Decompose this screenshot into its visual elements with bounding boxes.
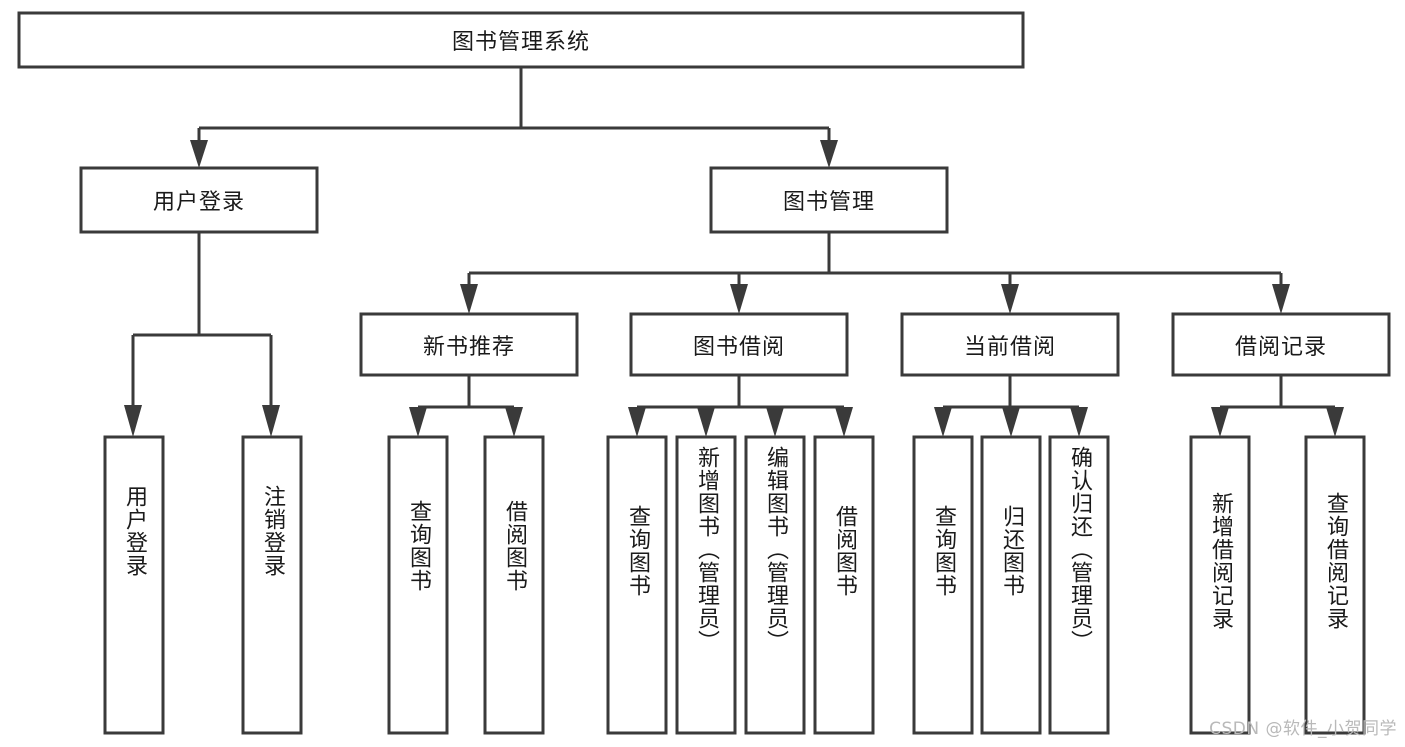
leaf-new-book-recommend-0[interactable] — [387, 435, 449, 735]
arrowhead-bookmgmt — [820, 140, 838, 168]
connector-group-bookborrow — [628, 375, 853, 437]
leaf-borrow-record-1[interactable] — [1304, 435, 1366, 735]
connector-group-borrowrecord — [1211, 375, 1344, 437]
arrowhead-logout-leaf — [262, 405, 280, 437]
node-current-borrow[interactable] — [900, 312, 1120, 377]
leaf-current-borrow-2[interactable] — [1048, 435, 1110, 735]
node-new-book-recommend[interactable] — [359, 312, 579, 377]
arrowhead-user-login-leaf — [124, 405, 142, 437]
connector-group-root — [190, 67, 838, 168]
arrowhead-borrowrecord — [1272, 284, 1290, 314]
node-book-management[interactable] — [709, 166, 949, 234]
arrowhead-borrowrecord-l2 — [1326, 407, 1344, 437]
leaf-borrow-record-0[interactable] — [1189, 435, 1251, 735]
leaf-current-borrow-1[interactable] — [980, 435, 1042, 735]
arrowhead-userlogin — [190, 140, 208, 168]
leaf-book-borrow-2[interactable] — [744, 435, 806, 735]
arrowhead-bookborrow-l2 — [697, 407, 715, 437]
arrowhead-currentborrow-l3 — [1070, 407, 1088, 437]
arrowhead-currentborrow-l1 — [934, 407, 952, 437]
leaf-new-book-recommend-1[interactable] — [483, 435, 545, 735]
arrowhead-bookborrow-l1 — [628, 407, 646, 437]
leaf-user-login-1[interactable] — [241, 435, 303, 735]
node-root[interactable] — [17, 11, 1025, 69]
node-borrow-record[interactable] — [1171, 312, 1391, 377]
arrowhead-bookborrow-l3 — [766, 407, 784, 437]
node-user-login[interactable] — [79, 166, 319, 234]
watermark-text: CSDN @软件_小贺同学 — [1209, 719, 1397, 739]
arrowhead-bookborrow — [730, 284, 748, 314]
connector-group-currentborrow — [934, 375, 1088, 437]
arrowhead-borrowrecord-l1 — [1211, 407, 1229, 437]
leaf-user-login-0[interactable] — [103, 435, 165, 735]
arrowhead-newbook-l1 — [409, 407, 427, 437]
arrowhead-newbook — [460, 284, 478, 314]
leaf-book-borrow-0[interactable] — [606, 435, 668, 735]
leaf-book-borrow-1[interactable] — [675, 435, 737, 735]
connector-group-newbook — [409, 375, 523, 437]
connector-group-bookmgmt — [460, 232, 1290, 314]
arrowhead-bookborrow-l4 — [835, 407, 853, 437]
arrowhead-currentborrow — [1001, 284, 1019, 314]
arrowhead-newbook-l2 — [505, 407, 523, 437]
node-book-borrow[interactable] — [629, 312, 849, 377]
leaf-book-borrow-3[interactable] — [813, 435, 875, 735]
arrowhead-currentborrow-l2 — [1002, 407, 1020, 437]
connector-group-userlogin — [124, 232, 280, 437]
leaf-current-borrow-0[interactable] — [912, 435, 974, 735]
